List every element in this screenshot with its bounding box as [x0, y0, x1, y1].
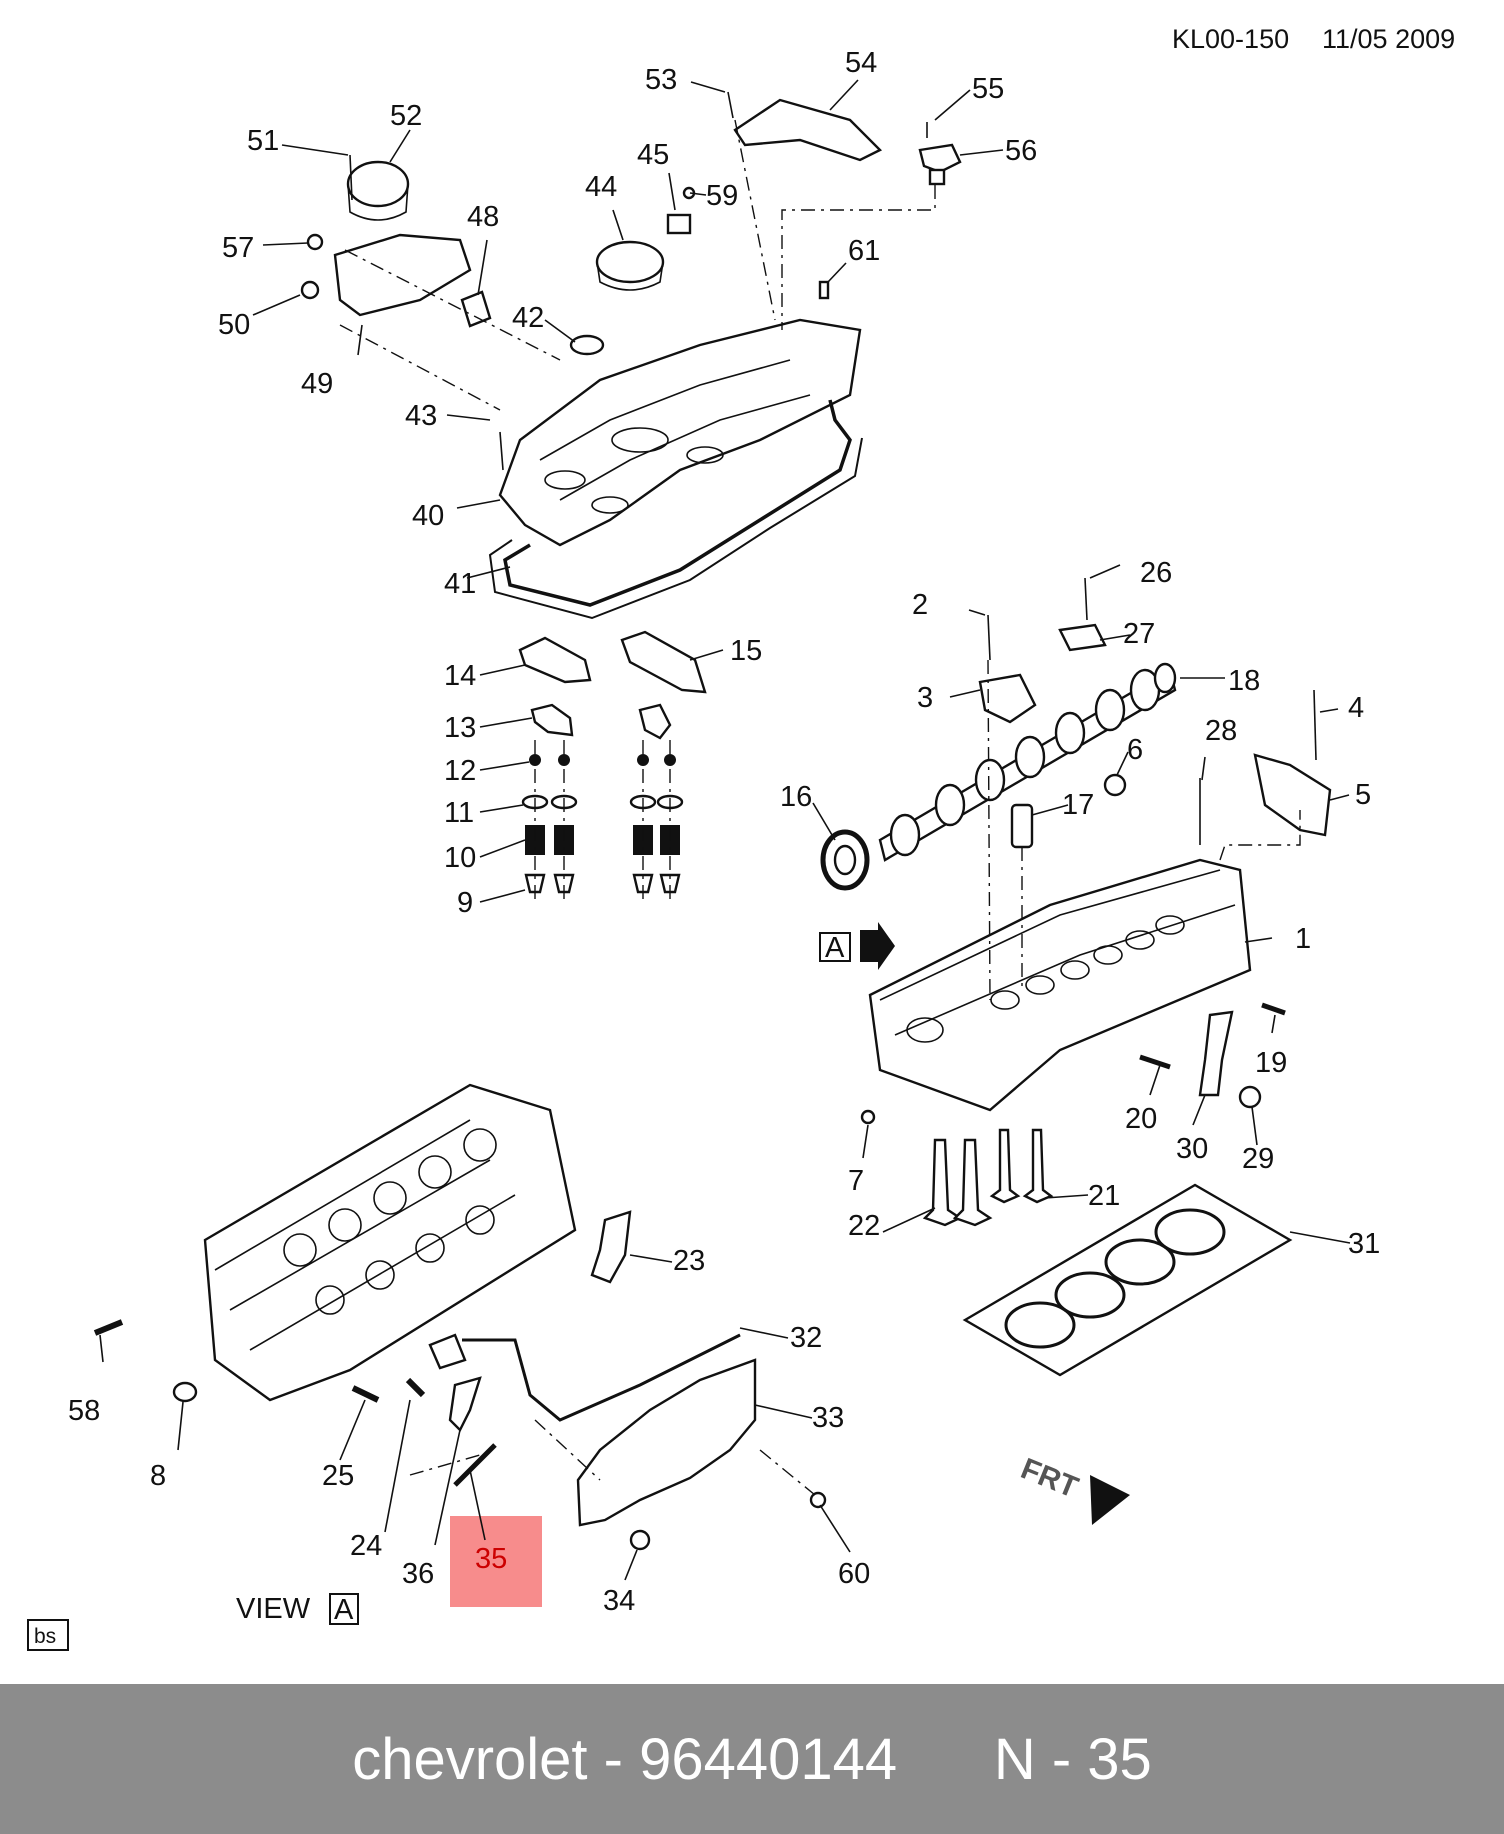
callout-11: 11	[444, 797, 474, 829]
callout-9: 9	[457, 887, 473, 919]
exploded-parts-diagram: KL00-150 11/05 2009	[27, 24, 1455, 1651]
callout-4: 4	[1348, 692, 1364, 724]
callout-28: 28	[1205, 715, 1237, 747]
footer-bar: chevrolet - 96440144 N - 35	[0, 1684, 1504, 1834]
callout-49: 49	[301, 368, 333, 400]
callout-33: 33	[812, 1402, 844, 1434]
callout-24: 24	[350, 1530, 382, 1562]
callout-labels: 1 2 3 4 5 6 7 8 9 10 11 12 13 14 15 16 1…	[68, 47, 1380, 1617]
view-a-label: VIEW A	[236, 1593, 359, 1626]
callout-57: 57	[222, 232, 254, 264]
callout-58: 58	[68, 1395, 100, 1427]
valve-train-stacks	[518, 630, 707, 905]
front-direction-arrow: FRT	[1016, 1452, 1130, 1525]
front-label: FRT	[1016, 1452, 1082, 1504]
diagram-ref-code: KL00-150	[1172, 24, 1289, 54]
callout-41: 41	[444, 568, 476, 600]
callout-54: 54	[845, 47, 877, 79]
callout-44: 44	[585, 171, 617, 203]
callout-2: 2	[912, 589, 928, 621]
callout-10: 10	[444, 842, 476, 874]
footer-sep-1: -	[587, 1726, 640, 1792]
callout-56: 56	[1005, 135, 1037, 167]
valve-cover-assembly	[300, 91, 962, 620]
callout-43: 43	[405, 400, 437, 432]
callout-50: 50	[218, 309, 250, 341]
callout-18: 18	[1228, 665, 1260, 697]
callout-31: 31	[1348, 1228, 1380, 1260]
callout-7: 7	[848, 1165, 864, 1197]
callout-13: 13	[444, 712, 476, 744]
footer-brand: chevrolet	[352, 1726, 588, 1792]
callout-55: 55	[972, 73, 1004, 105]
callout-35: 35	[475, 1543, 507, 1575]
callout-23: 23	[673, 1245, 705, 1277]
view-a-head-underside	[93, 1083, 827, 1551]
corner-box-label: bs	[34, 1625, 56, 1648]
callout-21: 21	[1088, 1180, 1120, 1212]
callout-12: 12	[444, 755, 476, 787]
callout-3: 3	[917, 682, 933, 714]
callout-19: 19	[1255, 1047, 1287, 1079]
diagram-date: 11/05 2009	[1322, 24, 1455, 54]
highlight-part-35[interactable]: 35	[450, 1469, 542, 1607]
view-label-text: VIEW	[236, 1593, 311, 1625]
callout-29: 29	[1242, 1143, 1274, 1175]
callout-27: 27	[1123, 618, 1155, 650]
callout-45: 45	[637, 139, 669, 171]
callout-1: 1	[1295, 923, 1311, 955]
callout-59: 59	[706, 180, 738, 212]
callout-32: 32	[790, 1322, 822, 1354]
footer-part-number: 96440144	[639, 1726, 898, 1792]
callout-34: 34	[603, 1585, 635, 1617]
callout-42: 42	[512, 302, 544, 334]
callout-5: 5	[1355, 779, 1371, 811]
callout-8: 8	[150, 1460, 166, 1492]
callout-61: 61	[848, 235, 880, 267]
callout-30: 30	[1176, 1133, 1208, 1165]
highlight-box	[450, 1516, 542, 1607]
callout-60: 60	[838, 1558, 870, 1590]
callout-53: 53	[645, 64, 677, 96]
callout-40: 40	[412, 500, 444, 532]
camshaft-assembly	[820, 577, 1332, 1377]
callout-16: 16	[780, 781, 812, 813]
view-arrow-letter: A	[825, 932, 845, 964]
view-label-letter: A	[334, 1594, 354, 1626]
callout-22: 22	[848, 1210, 880, 1242]
callout-15: 15	[730, 635, 762, 667]
callout-51: 51	[247, 125, 279, 157]
view-arrow-a: A	[819, 922, 895, 970]
callout-26: 26	[1140, 557, 1172, 589]
callout-17: 17	[1062, 789, 1094, 821]
callout-6: 6	[1127, 734, 1143, 766]
callout-36: 36	[402, 1558, 434, 1590]
callout-52: 52	[390, 100, 422, 132]
callout-20: 20	[1125, 1103, 1157, 1135]
callout-25: 25	[322, 1460, 354, 1492]
callout-14: 14	[444, 660, 476, 692]
footer-position: N - 35	[993, 1726, 1152, 1792]
footer-gap	[897, 1726, 994, 1793]
callout-48: 48	[467, 201, 499, 233]
leader-lines	[99, 79, 1351, 1581]
